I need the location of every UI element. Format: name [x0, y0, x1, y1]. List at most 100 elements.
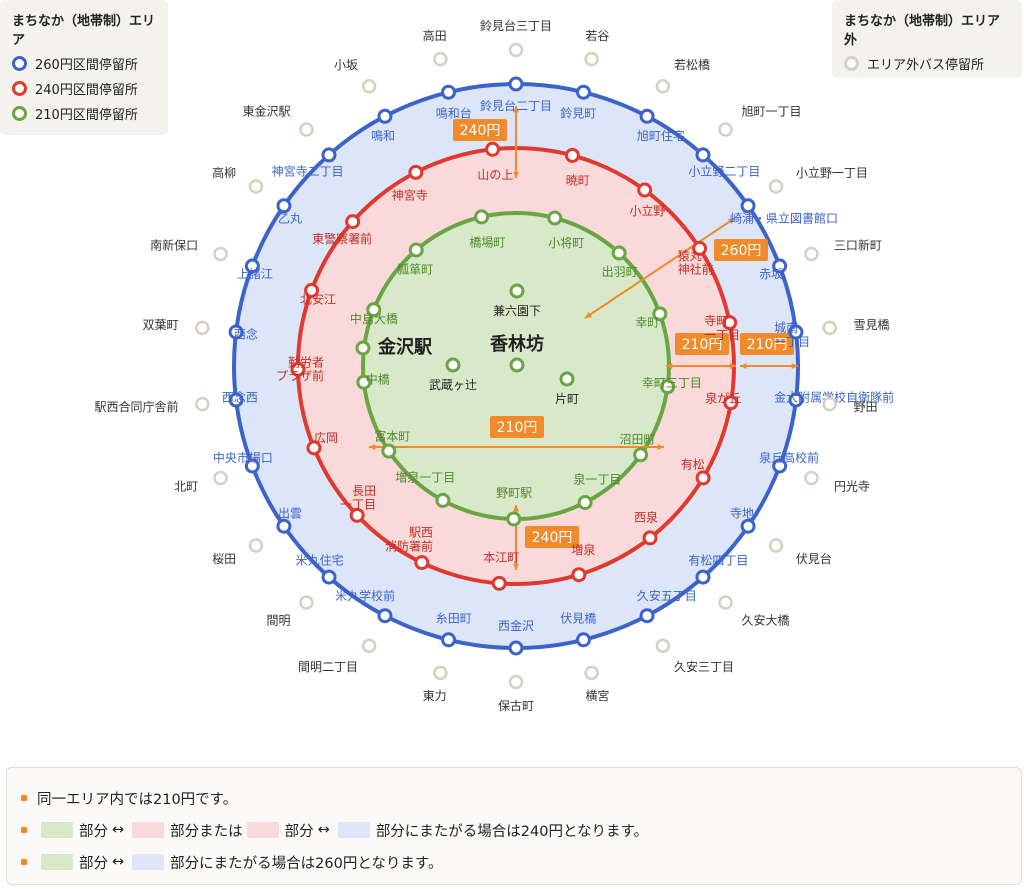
blue-stop-label: 中央市場口 [213, 450, 273, 465]
fare-badge [714, 239, 768, 261]
outer-stop-label: 若谷 [585, 28, 609, 42]
blue-stop-label: 城南一丁目 [774, 320, 810, 349]
fare-badge [453, 119, 507, 141]
blue-stop-label: 神宮寺二丁目 [272, 163, 344, 178]
red-stop-marker [695, 470, 711, 486]
note-text: 部分 [79, 823, 108, 840]
fare-badge-label: 240円 [460, 123, 501, 139]
blue-stop-marker [740, 518, 756, 534]
legend-label: 240円区間停留所 [35, 83, 138, 98]
green-stop-label: 増泉一丁目 [395, 470, 455, 484]
blue-zone-swatch [337, 822, 370, 838]
legend-item-260: 260円区間停留所 [12, 54, 156, 73]
legend-label: 260円区間停留所 [35, 58, 138, 73]
blue-stop-label: 寺地 [730, 506, 754, 520]
bullet-icon [21, 827, 27, 833]
green-stop-label: 出羽町 [602, 265, 638, 279]
red-stop-label: 猿丸神社前 [678, 247, 714, 276]
outer-stop-label: 久安大橋 [741, 612, 789, 627]
outer-stop-marker [804, 246, 819, 262]
blue-stop-marker [276, 518, 292, 534]
red-stop-marker [723, 395, 739, 411]
note-text: 部分または [170, 823, 243, 840]
green-stop-marker [660, 379, 676, 395]
red-stop-marker [692, 240, 708, 256]
blue-stop-label: 泉丘高校前 [759, 450, 819, 465]
center-stop-marker [559, 371, 575, 387]
green-stop-label: 小将町 [548, 236, 584, 250]
outer-stop-marker [213, 246, 228, 262]
outer-stop-label: 鈴見台三丁目 [480, 18, 552, 33]
outside-zone-legend: まちなか（地帯制）エリア外 エリア外バス停留所 [832, 0, 1022, 78]
fare-badge-label: 240円 [532, 530, 573, 546]
blue-stop-label: 乙丸 [278, 211, 302, 225]
outer-stop-label: 駅西合同庁舎前 [94, 398, 178, 413]
center-stop-label: 金沢駅 [377, 336, 433, 358]
center-stop-marker [509, 357, 525, 373]
blue-stop-label: 鳴和 [371, 128, 395, 142]
blue-stop-marker [441, 632, 457, 648]
blue-stop-marker [276, 198, 292, 214]
arrowhead [512, 171, 520, 178]
blue-stop-marker [575, 632, 591, 648]
center-stop-label: 兼六園下 [493, 304, 541, 318]
blue-stop-marker [639, 608, 655, 624]
note-line-1: 同一エリア内では210円です。 [21, 782, 1007, 814]
arrowhead [369, 443, 376, 451]
green-zone-swatch [41, 854, 73, 870]
outer-stop-label: 久安三丁目 [674, 659, 734, 674]
red-stop-marker [642, 530, 658, 546]
arrowhead [729, 362, 736, 370]
red-stop-label: 本江町 [483, 550, 519, 564]
green-stop-marker [381, 443, 397, 459]
outer-stop-label: 若松橋 [674, 57, 710, 71]
arrowhead [512, 106, 520, 113]
outer-stop-marker [718, 122, 733, 137]
outer-stop-marker [655, 78, 671, 94]
blue-stop-marker [377, 608, 393, 624]
blue-stop-marker [228, 324, 244, 340]
blue-stop-marker [244, 458, 260, 474]
bullet-icon [21, 859, 27, 865]
green-stop-marker [366, 302, 382, 318]
red-stop-label: 駅西消防署前 [385, 525, 433, 553]
blue-stop-label: 旭町住宅 [637, 127, 685, 142]
outer-stop-marker [248, 538, 264, 553]
blue-stop-marker [695, 569, 711, 585]
blue-stop-marker [575, 84, 591, 100]
outer-stop-marker [195, 396, 210, 412]
outer-stop-marker [804, 470, 819, 486]
red-stop-label: 増泉 [571, 542, 595, 556]
red-stop-label: 暁町 [566, 173, 590, 187]
green-stop-label: 中島大橋 [350, 311, 398, 326]
red-stop-label: 長田一丁目 [340, 483, 376, 511]
red-stop-label: 泉が丘 [705, 390, 741, 405]
green-stop-label: 瓢箪町 [397, 261, 433, 276]
outer-stop-label: 高柳 [212, 164, 236, 179]
fare-notes: 同一エリア内では210円です。 部分 ↔ 部分または 部分 ↔ 部分にまたがる場… [6, 767, 1022, 885]
blue-stop-marker [639, 108, 655, 124]
red-stop-label: 小立野 [629, 203, 665, 218]
blue-stop-label: 有松四丁目 [688, 553, 748, 567]
blue-stop-marker [244, 258, 260, 274]
green-stop-label: 沼田町 [619, 432, 655, 446]
outer-stop-marker [584, 51, 599, 67]
red-stop-marker [485, 141, 501, 157]
blue-stop-marker [788, 324, 804, 340]
outer-stop-marker [655, 638, 671, 654]
zone-legend: まちなか（地帯制）エリア 260円区間停留所 240円区間停留所 210円区間停… [0, 0, 168, 135]
green-stop-marker [408, 242, 424, 258]
red-stop-icon [12, 81, 27, 96]
red-stop-label: 神宮寺 [392, 187, 428, 202]
arrowhead [657, 443, 664, 451]
green-stop-marker [652, 306, 668, 322]
fare-badge-label: 210円 [497, 420, 538, 436]
red-stop-marker [304, 282, 320, 298]
outer-stop-marker [299, 595, 314, 610]
blue-stop-marker [441, 84, 457, 100]
center-stop-label: 香林坊 [489, 333, 544, 355]
outer-stop-marker [433, 51, 448, 67]
outer-stop-marker [195, 320, 210, 336]
outer-stop-label: 北町 [174, 479, 198, 493]
arrowhead [740, 362, 747, 370]
